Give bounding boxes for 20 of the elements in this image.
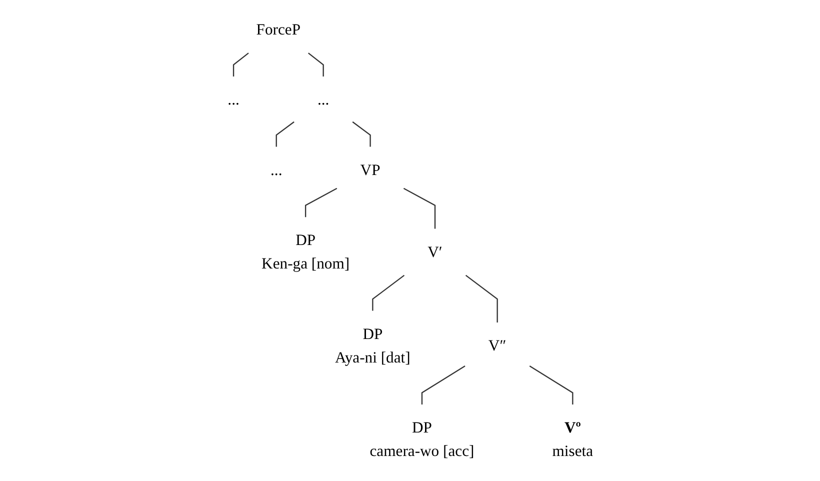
- node-text: V′: [427, 244, 442, 261]
- connector: [352, 121, 370, 147]
- connector: [308, 52, 324, 77]
- connector: [232, 52, 248, 77]
- connector: [304, 188, 337, 218]
- node-text: DP Ken-ga [nom]: [261, 232, 350, 273]
- node-text: ForceP: [256, 21, 300, 38]
- node-text: DP camera-wo [acc]: [369, 419, 474, 460]
- node-text: DP Aya-ni [dat]: [334, 326, 410, 366]
- node-text: VP: [360, 162, 380, 179]
- node-text: ...: [227, 91, 240, 109]
- node-text: Vº miseta: [552, 419, 593, 460]
- connector: [421, 366, 465, 404]
- node-text: ...: [270, 162, 282, 179]
- connector: [275, 121, 294, 147]
- connector: [465, 274, 498, 322]
- node-text: V″: [488, 337, 506, 354]
- connector: [528, 366, 573, 404]
- connector: [372, 274, 404, 311]
- node-text: ...: [317, 91, 329, 109]
